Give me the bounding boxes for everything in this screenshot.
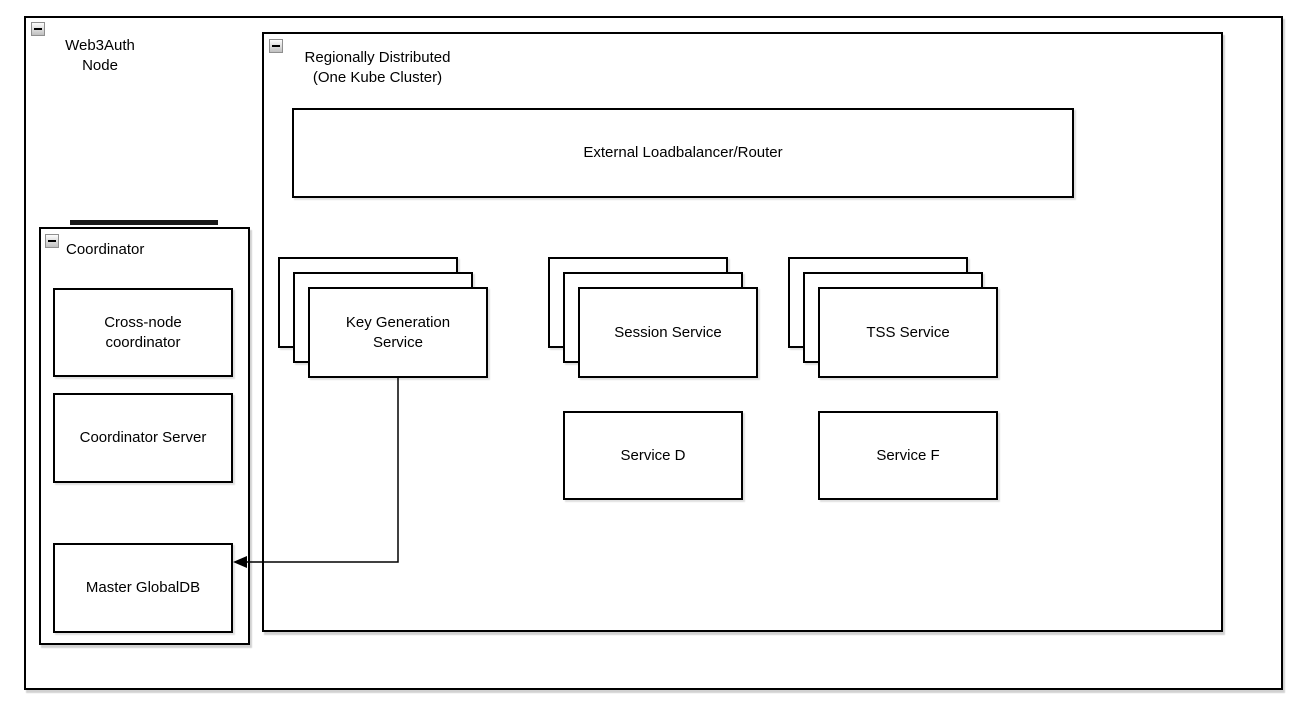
collapse-minus-icon[interactable]	[45, 234, 59, 248]
minus-bar	[34, 28, 42, 30]
node-session-service: Session Service	[578, 287, 758, 378]
node-cross-node-coordinator: Cross-node coordinator	[53, 288, 233, 377]
node-label: Service D	[620, 446, 686, 464]
node-service-d: Service D	[563, 411, 743, 500]
collapse-minus-icon[interactable]	[269, 39, 283, 53]
label-line: Web3Auth	[65, 37, 135, 54]
minus-bar	[272, 45, 280, 47]
label-line: coordinator	[105, 333, 181, 351]
node-label: External Loadbalancer/Router	[583, 144, 783, 162]
coordinator-top-edge-artifact	[70, 220, 218, 225]
container-web3auth-label: Web3Auth Node	[40, 36, 160, 76]
minus-bar	[48, 240, 56, 242]
label-line: Regionally Distributed	[304, 49, 451, 66]
node-label: Master GlobalDB	[85, 579, 201, 597]
node-label: Cross-node coordinator	[104, 313, 182, 352]
node-service-f: Service F	[818, 411, 998, 500]
label-line: Cross-node	[104, 314, 182, 331]
node-label: Coordinator Server	[79, 429, 207, 447]
node-key-generation-service: Key Generation Service	[308, 287, 488, 378]
node-label: Service F	[876, 446, 940, 464]
node-coordinator-server: Coordinator Server	[53, 393, 233, 483]
label-line: Key Generation	[345, 314, 451, 331]
collapse-minus-icon[interactable]	[31, 22, 45, 36]
node-master-globaldb: Master GlobalDB	[53, 543, 233, 633]
node-label: Session Service	[614, 323, 722, 341]
node-label: Key Generation Service	[346, 313, 450, 352]
label-line: Node	[82, 56, 118, 74]
label-line: Service	[372, 333, 423, 351]
node-external-loadbalancer: External Loadbalancer/Router	[292, 108, 1074, 198]
node-label: TSS Service	[866, 323, 950, 341]
label-line: (One Kube Cluster)	[312, 68, 443, 86]
node-tss-service: TSS Service	[818, 287, 998, 378]
container-regional-label: Regionally Distributed (One Kube Cluster…	[290, 48, 465, 88]
container-coordinator-label: Coordinator	[66, 241, 145, 258]
